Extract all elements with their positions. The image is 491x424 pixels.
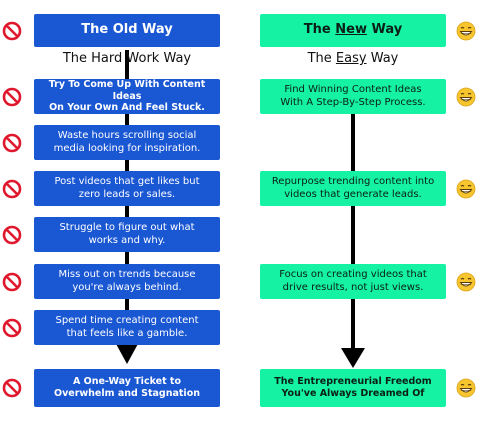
no-entry-icon (2, 179, 22, 199)
grinning-face-icon (456, 21, 476, 41)
old-way-subtitle: The Hard Work Way (62, 51, 192, 66)
new-way-connector-line (351, 112, 355, 356)
grinning-face-icon (456, 179, 476, 199)
grinning-face-icon (456, 272, 476, 292)
no-entry-icon (2, 87, 22, 107)
old-way-title: The Old Way (34, 14, 220, 47)
new-way-subtitle: The Easy Way (307, 51, 399, 66)
grinning-face-icon (456, 87, 476, 107)
new-way-title: The New Way (260, 14, 446, 47)
no-entry-icon (2, 21, 22, 41)
no-entry-icon (2, 225, 22, 245)
old-way-arrow-head (115, 342, 139, 364)
no-entry-icon (2, 133, 22, 153)
no-entry-icon (2, 378, 22, 398)
no-entry-icon (2, 272, 22, 292)
grinning-face-icon (456, 378, 476, 398)
new-way-arrow-head (341, 348, 365, 368)
no-entry-icon (2, 318, 22, 338)
